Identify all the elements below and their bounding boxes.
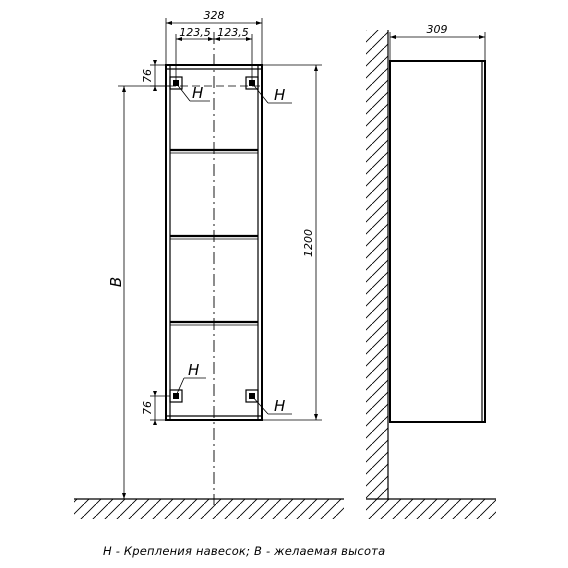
side-view: 309 <box>366 23 496 519</box>
dim-label-variable-height: B <box>107 277 125 287</box>
side-wall <box>366 30 389 500</box>
legend-caption: H - Крепления навесок; B - желаемая высо… <box>103 544 385 558</box>
dim-label-depth: 309 <box>427 23 448 36</box>
dim-overall-width <box>165 18 263 65</box>
callout-label-bottom-right: H <box>274 397 285 415</box>
callout-leaders <box>175 82 292 415</box>
dim-mount-offset-bottom <box>150 391 170 425</box>
dim-depth <box>389 32 486 61</box>
callout-label-bottom-left: H <box>188 361 199 379</box>
front-view: H H H H 328 123,5 123,5 1200 <box>74 9 344 519</box>
cabinet-side <box>389 60 486 423</box>
front-floor <box>74 498 344 519</box>
dim-variable-height <box>118 85 170 499</box>
side-floor <box>366 498 496 519</box>
dim-label-half-left: 123,5 <box>179 26 211 39</box>
dim-label-mount-offset-bottom: 76 <box>141 401 154 415</box>
dim-label-height: 1200 <box>302 229 315 257</box>
dim-label-half-right: 123,5 <box>217 26 249 39</box>
dim-height <box>262 64 322 421</box>
callout-label-top-right: H <box>274 86 285 104</box>
dim-half-widths <box>175 34 253 83</box>
dim-label-overall-width: 328 <box>204 9 225 22</box>
dim-label-mount-offset-top: 76 <box>141 69 154 83</box>
callout-label-top-left: H <box>192 84 203 102</box>
